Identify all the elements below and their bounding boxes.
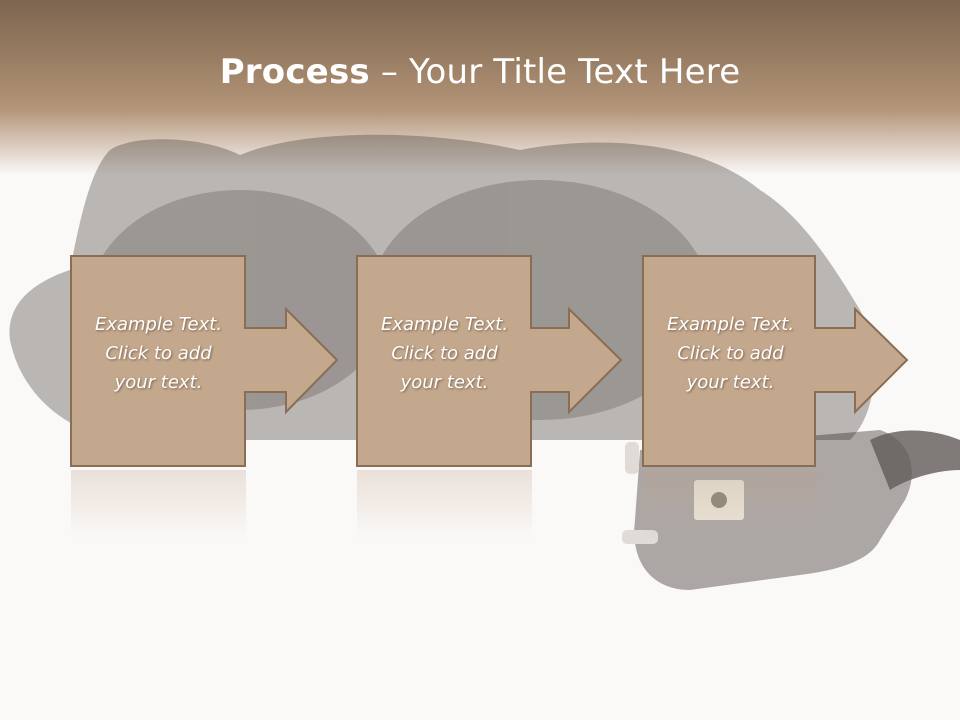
process-step-2[interactable]: Example Text. Click to add your text. xyxy=(356,255,623,467)
header-band xyxy=(0,0,960,175)
title-rest: – Your Title Text Here xyxy=(369,52,741,92)
step-2-arrow-shape xyxy=(356,255,623,467)
step-3-arrow-shape xyxy=(642,255,909,467)
step-3-text[interactable]: Example Text. Click to add your text. xyxy=(666,314,795,393)
step-2-reflection xyxy=(357,470,532,540)
process-step-3[interactable]: Example Text. Click to add your text. xyxy=(642,255,909,467)
step-3-reflection xyxy=(643,470,818,540)
step-1-text[interactable]: Example Text. Click to add your text. xyxy=(94,314,223,393)
step-2-text[interactable]: Example Text. Click to add your text. xyxy=(380,314,509,393)
step-1-reflection xyxy=(71,470,246,540)
title-bold: Process xyxy=(219,52,370,92)
slide-title[interactable]: Process – Your Title Text Here xyxy=(0,52,960,92)
plug-icon xyxy=(622,430,960,590)
step-1-arrow-shape xyxy=(70,255,339,467)
process-step-1[interactable]: Example Text. Click to add your text. xyxy=(70,255,339,467)
